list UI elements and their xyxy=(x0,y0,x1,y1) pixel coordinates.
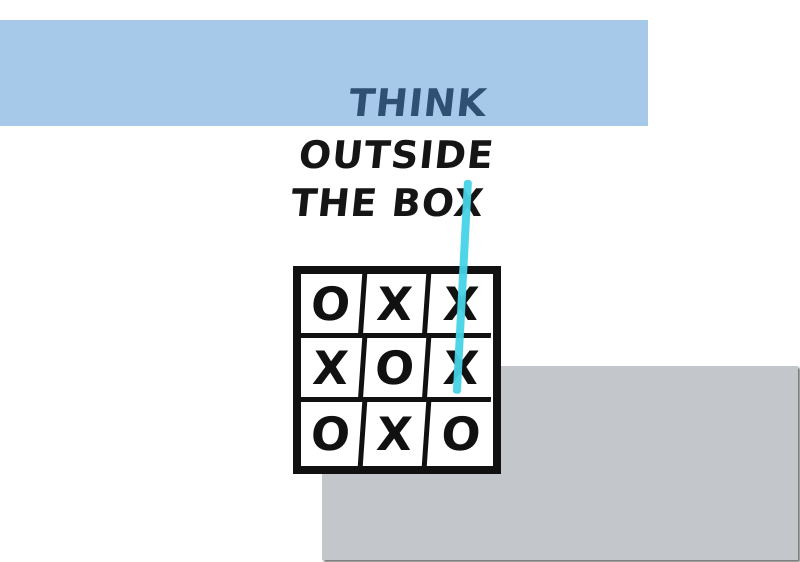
board-cell: O xyxy=(298,402,368,466)
board-cell: X xyxy=(298,338,368,402)
board-cell: O xyxy=(362,338,432,402)
headline-think: THINK xyxy=(346,81,490,125)
headline-outside: OUTSIDE xyxy=(296,133,497,177)
board-cell: O xyxy=(298,274,368,338)
blue-banner-shape xyxy=(0,20,648,126)
board-cell: X xyxy=(362,402,432,466)
tic-tac-toe-board-wrap: O X X X O X O X O xyxy=(293,266,501,474)
board-cell: X xyxy=(362,274,432,338)
board-cell: O xyxy=(439,407,483,461)
tic-tac-toe-board: O X X X O X O X O xyxy=(293,266,501,474)
headline-the-box: THE BOX xyxy=(288,181,487,225)
